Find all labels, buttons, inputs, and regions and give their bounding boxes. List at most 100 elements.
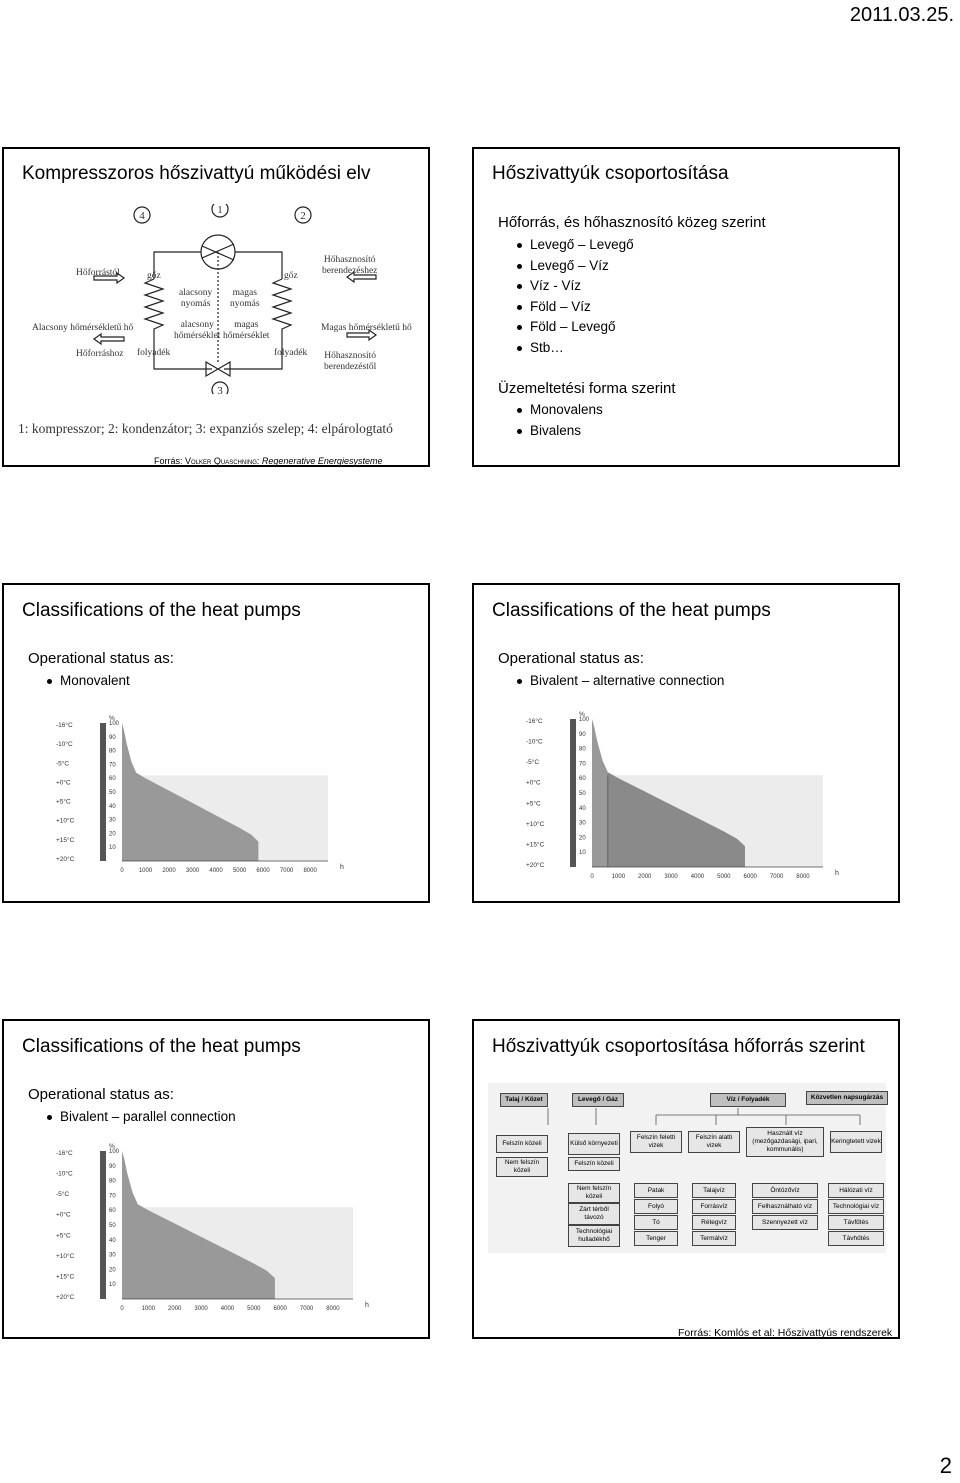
temperature-label: +10°C xyxy=(56,1252,75,1260)
y-tick-label: 30 xyxy=(579,821,586,827)
list-hoforras: Levegő – Levegő Levegő – Víz Víz - Víz F… xyxy=(514,235,634,358)
arrow-in-right-bottom xyxy=(346,328,378,342)
temperature-label: +20°C xyxy=(56,1293,75,1301)
label-magas-nyomas: magas nyomás xyxy=(230,288,260,309)
header-napsugarzas: Közvetlen napsugárzás xyxy=(806,1091,888,1105)
temperature-label: -5°C xyxy=(526,758,539,766)
y-tick-label: 70 xyxy=(579,761,586,767)
cell-levego-nem-felszin: Nem felszín közeli xyxy=(568,1183,620,1203)
x-tick-label: 3000 xyxy=(186,868,200,874)
y-tick-label: 20 xyxy=(109,1267,116,1273)
y-tick-label: 100 xyxy=(109,1149,120,1155)
cell-viz-tenger: Tenger xyxy=(634,1231,678,1246)
y-tick-label: 50 xyxy=(109,1223,116,1229)
source-author: Volker Quaschning xyxy=(185,456,257,466)
temperature-label: +10°C xyxy=(526,820,545,828)
y-axis-label: % xyxy=(109,715,115,722)
arrow-out-left-bottom xyxy=(92,332,125,346)
x-tick-label: 5000 xyxy=(717,874,731,880)
x-tick-label: 7000 xyxy=(300,1306,314,1312)
cell-viz-retegviz: Rétegvíz xyxy=(692,1215,736,1230)
y-tick-label: 80 xyxy=(109,1179,116,1185)
number-4-label: 4 xyxy=(139,210,145,222)
label-hohasznosito-tol: Hőhasznosító berendezéstől xyxy=(324,351,377,372)
chart-bivalent-parallel: -16°C-10°C-5°C+0°C+5°C+10°C+15°C+20°C102… xyxy=(56,1143,369,1312)
y-tick-label: 90 xyxy=(109,735,116,741)
slide-4-list: Bivalent – alternative connection xyxy=(514,671,724,692)
x-tick-label: 0 xyxy=(120,868,124,874)
slide-6: Hőszivattyúk csoportosítása hőforrás sze… xyxy=(472,1019,900,1339)
arrow-out-right-top xyxy=(345,270,377,284)
list-item: Föld – Levegő xyxy=(514,317,634,338)
cell-viz-felszin-feletti: Felszín feletti vizek xyxy=(630,1131,682,1153)
y-tick-label: 30 xyxy=(109,818,116,824)
x-tick-label: 4000 xyxy=(221,1306,235,1312)
table-connectors xyxy=(547,1108,861,1125)
temperature-label: +20°C xyxy=(526,861,545,869)
temperature-label: +15°C xyxy=(526,840,545,848)
x-tick-label: 7000 xyxy=(770,874,784,880)
header-levego: Levegő / Gáz xyxy=(572,1093,624,1107)
y-tick-label: 80 xyxy=(579,747,586,753)
cell-viz-ontozoviz: Öntözővíz xyxy=(752,1183,818,1198)
label-goz-left: gőz xyxy=(147,271,161,281)
label-folyadek-right: folyadék xyxy=(274,348,308,358)
cell-viz-talajviz: Talajvíz xyxy=(692,1183,736,1198)
list-item: Levegő – Víz xyxy=(514,256,634,277)
slide-5-title: Classifications of the heat pumps xyxy=(22,1036,301,1057)
temperature-label: -10°C xyxy=(526,738,543,746)
temperature-label: +10°C xyxy=(56,817,75,825)
slide-4: Classifications of the heat pumps Operat… xyxy=(472,583,900,903)
slide-3: Classifications of the heat pumps Operat… xyxy=(2,583,430,903)
label-hohasznosito-hez: Hőhasznosító berendezéshez xyxy=(322,255,378,276)
y-axis-label: % xyxy=(579,711,585,718)
number-3-circle-icon xyxy=(211,381,229,394)
temperature-label: -5°C xyxy=(56,1190,69,1198)
y-tick-label: 20 xyxy=(579,835,586,841)
cell-levego-zart-ter: Zárt térből távozó xyxy=(568,1203,620,1225)
label-hoforrashoz: Hőforráshoz xyxy=(76,349,124,359)
source-work: Regenerative Energiesysteme xyxy=(261,456,383,466)
y-tick-label: 40 xyxy=(579,806,586,812)
temperature-label: +0°C xyxy=(56,1211,71,1219)
slide-6-title: Hőszivattyúk csoportosítása hőforrás sze… xyxy=(492,1036,865,1057)
slide-3-heading: Operational status as: xyxy=(28,650,174,667)
temperature-label: +0°C xyxy=(526,779,541,787)
list-item: Stb… xyxy=(514,338,634,359)
list-item: Víz - Víz xyxy=(514,276,634,297)
scale-bar xyxy=(100,1151,106,1299)
temperature-label: +5°C xyxy=(526,799,541,807)
heat-pump-circuit-diagram: 4 1 2 3 xyxy=(92,204,378,394)
heading-hoforras: Hőforrás, és hőhasznosító közeg szerint xyxy=(498,214,766,231)
y-tick-label: 100 xyxy=(579,717,590,723)
cell-viz-forrasviz: Forrásvíz xyxy=(692,1199,736,1214)
x-axis-label: h xyxy=(835,870,839,877)
heading-uzemeltetesi: Üzemeltetési forma szerint xyxy=(498,380,676,397)
evaporator-coil-icon xyxy=(143,278,165,346)
cell-viz-tavfutes: Távfűtés xyxy=(828,1215,884,1230)
cell-levego-technologiai: Technológiai hulladékhő xyxy=(568,1225,620,1247)
cell-viz-termalviz: Termálvíz xyxy=(692,1231,736,1246)
x-tick-label: 4000 xyxy=(209,868,223,874)
slide-6-source: Forrás: Komlós et al: Hőszivattyús rends… xyxy=(678,1327,893,1339)
slide-3-list: Monovalent xyxy=(44,671,130,692)
list-uzemeltetesi: Monovalens Bivalens xyxy=(514,400,603,441)
slide-5: Classifications of the heat pumps Operat… xyxy=(2,1019,430,1339)
label-magas-hom-ho: Magas hőmérsékletű hő xyxy=(321,323,412,333)
y-tick-label: 50 xyxy=(109,790,116,796)
slide-5-list: Bivalent – parallel connection xyxy=(44,1107,236,1128)
x-tick-label: 5000 xyxy=(247,1306,261,1312)
number-1-label: 1 xyxy=(217,204,223,216)
y-tick-label: 60 xyxy=(579,776,586,782)
y-tick-label: 10 xyxy=(579,850,586,856)
number-3-label: 3 xyxy=(217,385,223,394)
x-axis-label: h xyxy=(365,1302,369,1309)
list-item: Föld – Víz xyxy=(514,297,634,318)
x-tick-label: 1000 xyxy=(139,868,153,874)
slide-3-title: Classifications of the heat pumps xyxy=(22,600,301,621)
temperature-label: +15°C xyxy=(56,836,75,844)
date-label: 2011.03.25. xyxy=(849,4,954,26)
chart-bivalent-alternative: -16°C-10°C-5°C+0°C+5°C+10°C+15°C+20°C102… xyxy=(526,711,839,880)
list-item: Bivalent – alternative connection xyxy=(514,671,724,692)
y-tick-label: 70 xyxy=(109,1193,116,1199)
